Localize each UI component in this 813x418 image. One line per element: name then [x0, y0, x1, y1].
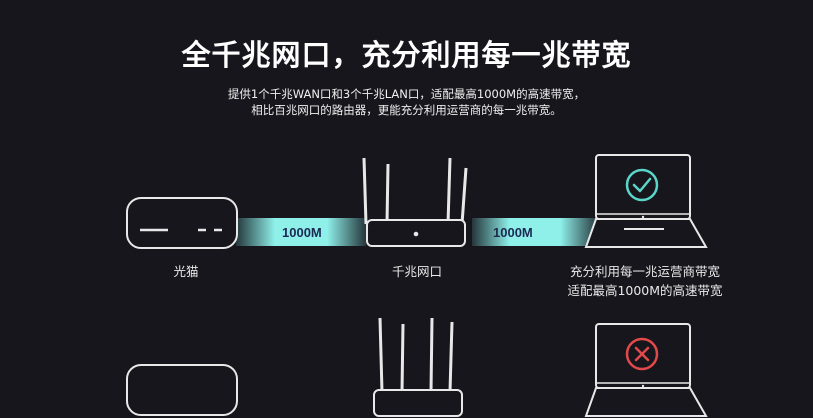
description-line-1: 提供1个千兆WAN口和3个千兆LAN口，适配最高1000M的高速带宽，	[227, 87, 586, 101]
check-icon	[625, 168, 659, 202]
link-band-router-laptop	[472, 218, 598, 246]
router-icon-bottom	[373, 317, 463, 417]
description-line-2: 相比百兆网口的路由器，更能充分利用运营商的每一兆带宽。	[251, 103, 562, 117]
result-line-1: 充分利用每一兆运营商带宽	[569, 264, 720, 279]
headline: 全千兆网口，充分利用每一兆带宽	[181, 38, 632, 72]
modem-label: 光猫	[173, 264, 199, 279]
result-line-2: 适配最高1000M的高速带宽	[567, 283, 723, 298]
cross-icon	[625, 337, 659, 371]
router-label: 千兆网口	[391, 264, 442, 279]
link-band-modem-router	[236, 218, 366, 246]
modem-icon-bottom	[126, 364, 238, 416]
modem-icon	[126, 197, 238, 249]
link1-speed: 1000M	[282, 225, 322, 240]
link2-speed: 1000M	[493, 225, 533, 240]
router-icon	[362, 157, 468, 247]
